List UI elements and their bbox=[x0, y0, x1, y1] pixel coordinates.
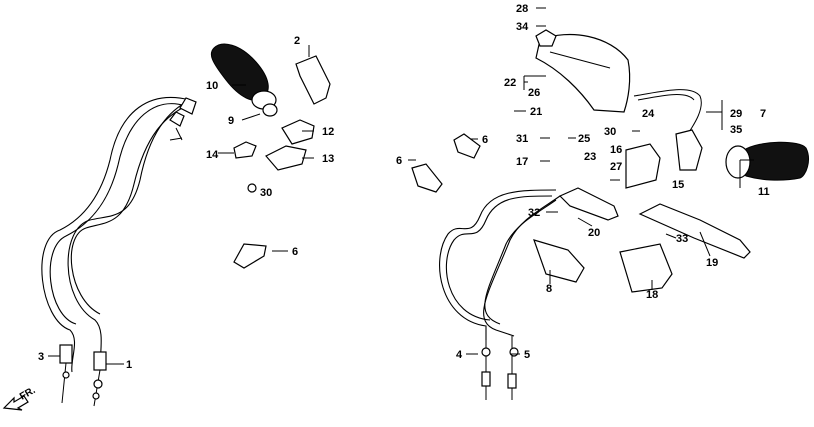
callout-24: 24 bbox=[642, 108, 655, 120]
throttle-housing bbox=[233, 119, 315, 193]
callout-33: 33 bbox=[676, 233, 688, 245]
callout-10: 10 bbox=[206, 80, 218, 92]
handguard bbox=[535, 29, 631, 113]
callout-32: 32 bbox=[528, 207, 540, 219]
leader-lines bbox=[48, 7, 754, 365]
clamp-lower bbox=[411, 163, 443, 193]
callout-9: 9 bbox=[228, 115, 234, 127]
callout-3: 3 bbox=[38, 351, 44, 363]
grip-cover bbox=[295, 55, 331, 105]
switch-and-wiring bbox=[625, 89, 703, 189]
callout-7: 7 bbox=[760, 108, 766, 120]
callout-26: 26 bbox=[528, 87, 540, 99]
callout-14: 14 bbox=[206, 149, 219, 161]
callout-8: 8 bbox=[546, 283, 552, 295]
callout-22: 22 bbox=[504, 77, 516, 89]
callout-20: 20 bbox=[588, 227, 600, 239]
clutch-lever bbox=[638, 203, 751, 259]
callout-15: 15 bbox=[672, 179, 684, 191]
callout-2: 2 bbox=[294, 35, 300, 47]
callouts: 2 10 9 12 14 13 30 6 3 1 28 34 22 26 21 … bbox=[38, 3, 770, 371]
throttle-cables bbox=[41, 96, 197, 407]
callout-30-right: 30 bbox=[604, 126, 616, 138]
lever-boot bbox=[619, 243, 673, 293]
callout-12: 12 bbox=[322, 126, 334, 138]
callout-23: 23 bbox=[584, 151, 596, 163]
callout-5: 5 bbox=[524, 349, 530, 361]
lever-guard bbox=[533, 239, 585, 283]
clamp-upper bbox=[453, 133, 481, 159]
callout-35: 35 bbox=[730, 124, 742, 136]
callout-28: 28 bbox=[516, 3, 528, 15]
callout-27: 27 bbox=[610, 161, 622, 173]
callout-4: 4 bbox=[456, 349, 463, 361]
callout-6-right-upper: 6 bbox=[482, 134, 488, 146]
throttle-grip bbox=[210, 43, 278, 117]
callout-1: 1 bbox=[126, 359, 132, 371]
callout-17: 17 bbox=[516, 156, 528, 168]
front-direction-arrow: FR. bbox=[2, 385, 38, 411]
callout-30-left: 30 bbox=[260, 187, 272, 199]
callout-21: 21 bbox=[530, 106, 542, 118]
callout-16: 16 bbox=[610, 144, 622, 156]
callout-25: 25 bbox=[578, 133, 590, 145]
lever-assembly bbox=[558, 187, 619, 221]
callout-6-left: 6 bbox=[292, 246, 298, 258]
callout-13: 13 bbox=[322, 153, 334, 165]
callout-11: 11 bbox=[758, 186, 770, 198]
callout-18: 18 bbox=[646, 289, 658, 301]
callout-34: 34 bbox=[516, 21, 529, 33]
callout-19: 19 bbox=[706, 257, 718, 269]
callout-31: 31 bbox=[516, 133, 528, 145]
right-grip bbox=[725, 141, 809, 181]
callout-6-right-lower: 6 bbox=[396, 155, 402, 167]
front-direction-label: FR. bbox=[18, 385, 38, 403]
cable-clamp bbox=[233, 243, 267, 269]
callout-29: 29 bbox=[730, 108, 742, 120]
clutch-cables bbox=[439, 189, 561, 400]
